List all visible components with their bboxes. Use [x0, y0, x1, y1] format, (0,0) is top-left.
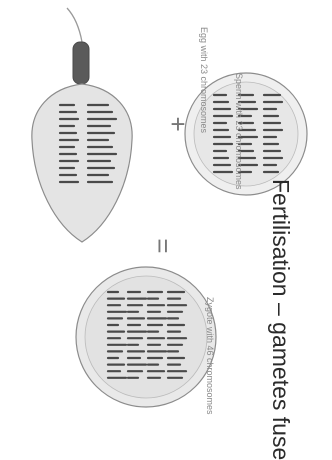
plus-sign: +: [170, 109, 186, 139]
sperm-midpiece: [72, 41, 90, 85]
zygote-chromosomes: [106, 290, 188, 379]
sperm-tail: [66, 7, 83, 43]
sperm-label: Sperm with 23 chromosomes: [234, 73, 244, 190]
zygote-label: Zygote with 46 chromosomes: [205, 297, 215, 415]
diagram-title: Fertilisation – gametes fuse: [268, 179, 294, 460]
sperm-head: [31, 83, 133, 243]
egg-nucleus: [193, 81, 299, 187]
egg-label: Egg with 23 chromosomes: [199, 27, 209, 134]
sperm-chromosomes: [58, 103, 118, 184]
egg-chromosomes: [212, 93, 284, 174]
zygote-nucleus: [84, 275, 208, 399]
equals-sign: =: [148, 238, 178, 254]
fertilisation-diagram: Fertilisation – gametes fuse Egg with 23…: [31, 7, 308, 460]
diagram-canvas: [31, 7, 308, 408]
